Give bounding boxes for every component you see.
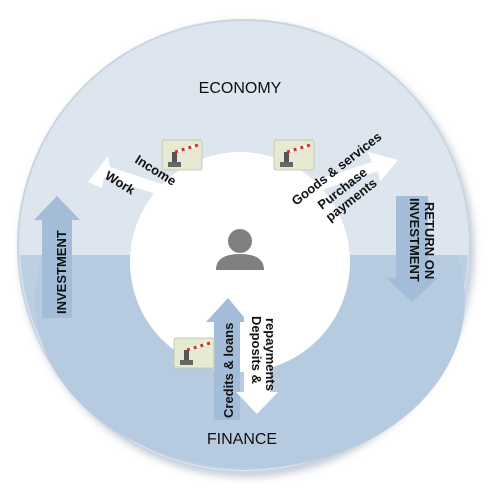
repayments-label: repayments [263, 318, 278, 391]
return-arrow [386, 196, 438, 302]
barrier-gate-icon [161, 139, 203, 171]
deposits-label: Deposits & [249, 316, 264, 384]
barrier-gate-icon [173, 337, 215, 369]
barrier-gate-icon [273, 139, 315, 171]
investment-arrow [34, 196, 80, 318]
return-on-label: RETURN ON [422, 202, 437, 279]
return-investment-label: INVESTMENT [407, 198, 422, 282]
goods-payments-arrow [276, 152, 398, 208]
person-icon [216, 229, 264, 270]
deposits-repayments-arrow [236, 300, 278, 414]
investment-label: INVESTMENT [54, 230, 69, 314]
credits-loans-arrow [206, 298, 248, 420]
credits-loans-label: Credits & loans [221, 323, 236, 418]
work-income-arrow [88, 156, 210, 215]
finance-label: FINANCE [207, 431, 277, 448]
economy-label: ECONOMY [199, 80, 282, 97]
